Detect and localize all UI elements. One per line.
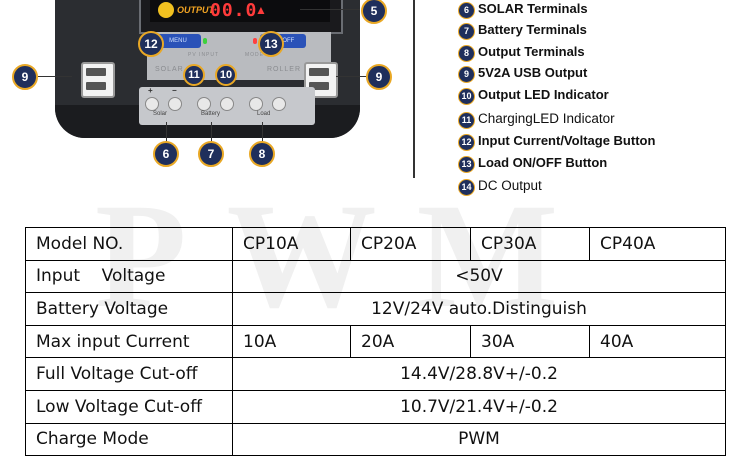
display-value: 00.0 xyxy=(210,0,258,21)
model-cell: CP40A xyxy=(589,227,726,261)
legend-number: 13 xyxy=(458,156,475,173)
model-cell: CP30A xyxy=(470,227,590,261)
model-cell: CP10A xyxy=(232,227,351,261)
load-terminal-minus xyxy=(272,97,286,111)
legend-label: SOLAR Terminals xyxy=(478,1,588,16)
charging-led xyxy=(203,38,207,44)
row-value-cell: PWM xyxy=(232,422,726,457)
row-label-cell: Max input Current xyxy=(25,324,233,359)
legend-divider xyxy=(413,0,415,178)
usb-port-right xyxy=(304,62,338,98)
solar-terminal-label: Solar xyxy=(153,111,168,117)
solar-terminal-minus xyxy=(168,97,182,111)
legend-number: 11 xyxy=(458,112,475,129)
row-value-cell: 14.4V/28.8V+/-0.2 xyxy=(232,357,726,391)
lcd-display xyxy=(150,0,330,22)
battery-terminal-plus xyxy=(197,97,211,111)
legend-label: Input Current/Voltage Button xyxy=(478,133,656,148)
battery-terminal-minus xyxy=(220,97,234,111)
callout-9-right: 9 xyxy=(366,64,392,90)
callout-10: 10 xyxy=(215,64,237,86)
callout-6: 6 xyxy=(153,141,179,167)
legend-label: Battery Terminals xyxy=(478,22,587,37)
callout-12: 12 xyxy=(138,31,164,57)
menu-button[interactable]: MENU xyxy=(155,34,201,48)
load-terminal-plus xyxy=(249,97,263,111)
solar-plus-sign: + xyxy=(148,86,153,95)
solar-terminal-plus xyxy=(145,97,159,111)
leader-line-9b xyxy=(336,76,366,77)
legend-number: 8 xyxy=(458,45,475,62)
row-value-cell: 30A xyxy=(470,324,590,359)
row-label-cell: Input Voltage xyxy=(25,259,233,294)
leader-line-5 xyxy=(300,9,360,10)
leader-line-7 xyxy=(211,122,212,142)
row-value-cell: 20A xyxy=(350,324,471,359)
output-led xyxy=(253,38,257,44)
callout-13: 13 xyxy=(258,31,284,57)
row-value-cell: <50V xyxy=(232,259,726,294)
callout-8: 8 xyxy=(249,141,275,167)
table-row: Charge Mode PWM xyxy=(25,422,726,457)
bulb-icon xyxy=(158,2,174,18)
legend-label: ChargingLED Indicator xyxy=(478,111,615,126)
callout-7: 7 xyxy=(198,141,224,167)
leader-line-8 xyxy=(262,122,263,142)
row-label-cell: Full Voltage Cut-off xyxy=(25,357,233,391)
row-value-cell: 10A xyxy=(232,324,351,359)
legend-number: 10 xyxy=(458,88,475,105)
legend-label: 5V2A USB Output xyxy=(478,65,588,80)
row-label-cell: Low Voltage Cut-off xyxy=(25,389,233,424)
legend-number: 7 xyxy=(458,23,475,40)
legend-number: 9 xyxy=(458,66,475,83)
table-row: Battery Voltage 12V/24V auto.Distinguish xyxy=(25,292,726,326)
callout-11: 11 xyxy=(183,64,205,86)
legend-number: 6 xyxy=(458,2,475,19)
load-terminal-label: Load xyxy=(257,111,271,117)
controller-device: OUTPUT 00.0 ▲ MENU ON/OFF PV INPUT MODE … xyxy=(55,0,360,138)
solar-minus-sign: − xyxy=(172,86,177,95)
row-value-cell: 12V/24V auto.Distinguish xyxy=(232,292,726,326)
mode-label: MODE xyxy=(245,52,264,58)
table-row: Input Voltage <50V xyxy=(25,259,726,294)
model-cell: CP20A xyxy=(350,227,471,261)
legend-label: DC Output xyxy=(478,178,542,193)
legend-label: Output Terminals xyxy=(478,44,585,59)
battery-terminal-label: Battery xyxy=(201,111,221,117)
usb-port-left xyxy=(81,62,115,98)
spec-table: Model NO. CP10A CP20A CP30A CP40A Input … xyxy=(25,227,726,457)
legend-label: Load ON/OFF Button xyxy=(478,155,608,170)
brand-text-left: SOLAR xyxy=(155,66,184,73)
leader-line-9a xyxy=(38,76,72,77)
table-row: Model NO. CP10A CP20A CP30A CP40A xyxy=(25,227,726,261)
leader-line-6 xyxy=(166,122,167,142)
warning-icon: ▲ xyxy=(255,3,267,17)
table-row: Full Voltage Cut-off 14.4V/28.8V+/-0.2 xyxy=(25,357,726,391)
legend-number: 12 xyxy=(458,134,475,151)
display-label: OUTPUT xyxy=(177,5,214,15)
legend-label: Output LED Indicator xyxy=(478,87,609,102)
row-value-cell: 10.7V/21.4V+/-0.2 xyxy=(232,389,726,424)
callout-9-left: 9 xyxy=(12,64,38,90)
pv-input-label: PV INPUT xyxy=(188,52,220,58)
table-row: Max input Current 10A 20A 30A 40A xyxy=(25,324,726,359)
row-value-cell: 40A xyxy=(589,324,726,359)
table-row: Low Voltage Cut-off 10.7V/21.4V+/-0.2 xyxy=(25,389,726,424)
callout-5: 5 xyxy=(361,0,387,24)
model-label-cell: Model NO. xyxy=(25,227,233,261)
legend-number: 14 xyxy=(458,179,475,196)
row-label-cell: Charge Mode xyxy=(25,422,233,457)
row-label-cell: Battery Voltage xyxy=(25,292,233,326)
brand-text-right: ROLLER xyxy=(267,66,302,73)
